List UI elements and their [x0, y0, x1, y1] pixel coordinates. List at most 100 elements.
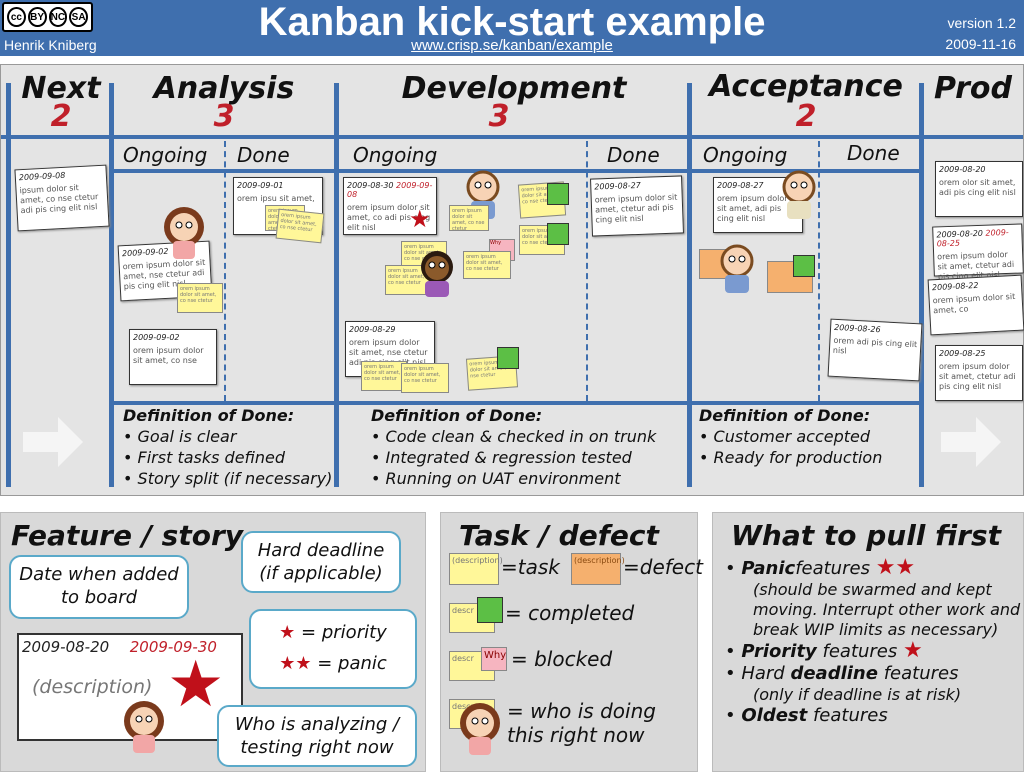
dod-development: Definition of Done: • Code clean & check…: [371, 406, 657, 488]
sa-icon: SA: [69, 7, 88, 27]
dod-acceptance: Definition of Done: • Customer accepted …: [699, 406, 883, 467]
card-date: 2009-08-27: [594, 180, 641, 192]
pull-item-note: (should be swarmed and kept moving. Inte…: [753, 580, 1021, 639]
task-sticky[interactable]: orem ipsum dolor sit amet, co nse ctetur: [463, 251, 511, 279]
pull-item-bold: Priority: [741, 641, 817, 662]
column-title-acceptance: Acceptance: [709, 69, 903, 104]
task-sticky[interactable]: orem ipsum dolor sit amet, co nse ctetur: [275, 208, 325, 244]
dod-item: Customer accepted: [713, 427, 871, 446]
wip-limit-development: 3: [488, 99, 510, 134]
completed-marker: [793, 255, 815, 277]
creative-commons-badge: cc BY NC SA: [2, 2, 93, 32]
legend-pull-order: What to pull first • Panicfeatures ★★ (s…: [712, 512, 1024, 772]
task-sticky[interactable]: orem ipsum dolor sit amet, co nse ctetur: [519, 225, 565, 255]
card-text: orem ipsum dolor sit amet, co adi pis ci…: [347, 203, 431, 232]
page-title: Kanban kick-start example: [258, 0, 766, 44]
card-date: 2009-08-30: [347, 181, 394, 190]
header-banner: cc BY NC SA Kanban kick-start example ww…: [0, 0, 1024, 56]
dod-item: Goal is clear: [137, 427, 237, 446]
priority-star-icon: ★: [279, 622, 296, 643]
ongoing-done-split: [818, 141, 820, 401]
pull-item: • Priority features ★: [725, 638, 923, 663]
pull-item-bold: deadline: [790, 663, 878, 684]
card-text: ipsum dolor sit amet, co nse ctetur adi …: [19, 183, 99, 216]
cc-icon: cc: [7, 7, 26, 27]
example-card-date: 2009-08-20: [22, 638, 110, 656]
task-sticky[interactable]: orem ipsum dolor sit amet, co nse ctetur: [449, 205, 489, 232]
blocked-marker: Why: [481, 647, 507, 671]
column-title-development: Development: [401, 71, 627, 106]
dod-item: Integrated & regression tested: [385, 448, 632, 467]
source-link[interactable]: www.crisp.se/kanban/example: [411, 37, 613, 54]
story-card[interactable]: 2009-08-27 orem ipsum dolor sit amet, ct…: [590, 175, 684, 237]
task-sticky: descr: [449, 651, 495, 681]
ongoing-done-split: [586, 141, 588, 401]
analyst-avatar-icon: [124, 701, 164, 753]
story-card[interactable]: 2009-08-20 2009-08-25 orem ipsum dolor s…: [932, 223, 1024, 281]
task-sticky[interactable]: orem ipsum dolor sit amet, co nse ctetur: [361, 361, 407, 391]
tester-avatar-icon: [782, 170, 816, 219]
developer-avatar-icon: [421, 251, 453, 297]
completed-marker: [547, 183, 569, 205]
card-date: 2009-08-29: [349, 325, 396, 334]
who-label: = who is doing this right now: [507, 699, 656, 747]
card-date: 2009-09-02: [133, 333, 180, 342]
story-card[interactable]: 2009-09-02 orem ipsum dolor sit amet, co…: [129, 329, 217, 385]
task-sticky[interactable]: orem ipsum dolor sit amet, co nse ctetur: [401, 363, 449, 393]
task-sticky: (description): [449, 553, 503, 585]
card-date: 2009-08-22: [931, 280, 979, 293]
kanban-board: Next 2 Analysis 3 Development 3 Acceptan…: [0, 64, 1024, 496]
callout-who: Who is analyzing / testing right now: [217, 705, 417, 767]
pull-item-pre: Hard: [741, 663, 791, 684]
pull-item-rest: features: [877, 663, 959, 684]
priority-label: = priority: [301, 622, 387, 643]
panic-stars-icon: ★★: [279, 653, 312, 674]
card-date: 2009-08-27: [717, 181, 764, 190]
legend-title: What to pull first: [731, 519, 1002, 552]
dod-item: Running on UAT environment: [385, 469, 621, 488]
card-text: orem ipsum dolor sit amet, co nse: [133, 346, 204, 365]
tester-avatar-icon: [720, 244, 754, 293]
wip-limit-analysis: 3: [213, 99, 235, 134]
card-date: 2009-08-20: [939, 165, 986, 174]
panic-stars-icon: ★★: [875, 555, 916, 580]
priority-star-icon: ★: [903, 638, 923, 663]
card-deadline: 2009-09-08: [347, 181, 433, 199]
pull-item: • Hard deadline features: [725, 663, 959, 684]
dod-item: First tasks defined: [137, 448, 286, 467]
subcolumn-acceptance-ongoing: Ongoing: [703, 143, 788, 167]
subcolumn-development-done: Done: [607, 143, 660, 167]
dod-divider: [111, 401, 921, 405]
column-divider: [109, 83, 114, 487]
story-card[interactable]: 2009-08-26 orem adi pis cing elit nisl: [827, 318, 923, 382]
flow-arrow-icon: [941, 417, 1001, 467]
column-title-prod: Prod: [934, 71, 1012, 106]
story-card[interactable]: 2009-08-20 orem olor sit amet, adi pis c…: [935, 161, 1023, 217]
card-text: orem ipsum dolor sit amet, ctetur adi pi…: [939, 362, 1016, 391]
task-sticky[interactable]: orem ipsum dolor sit amet, co nse ctetur: [177, 283, 223, 313]
legend-feature-story: Feature / story Date when added to board…: [0, 512, 426, 772]
story-card[interactable]: 2009-08-22 orem ipsum dolor sit amet, co: [927, 274, 1024, 336]
panic-label: = panic: [317, 653, 387, 674]
column-divider: [6, 83, 11, 487]
pull-list: • Panicfeatures ★★ (should be swarmed an…: [725, 557, 1021, 727]
story-card[interactable]: 2009-08-30 2009-09-08 orem ipsum dolor s…: [343, 177, 437, 235]
column-divider: [919, 83, 924, 487]
pull-item-bold: Oldest: [741, 705, 808, 726]
card-date: 2009-09-08: [18, 170, 66, 183]
wip-limit-acceptance: 2: [795, 99, 817, 134]
priority-star-icon: ★: [167, 648, 225, 722]
subcolumn-development-ongoing: Ongoing: [353, 143, 438, 167]
story-card[interactable]: 2009-08-25 orem ipsum dolor sit amet, ct…: [935, 345, 1023, 401]
analyst-avatar-icon: [164, 207, 204, 259]
by-icon: BY: [27, 7, 47, 27]
card-text: orem ipsum dolor sit amet, adi pis cing …: [717, 194, 788, 223]
author-name: Henrik Kniberg: [4, 37, 97, 53]
story-card[interactable]: 2009-09-08 ipsum dolor sit amet, co nse …: [14, 164, 110, 232]
card-date: 2009-08-26: [833, 322, 881, 335]
subcolumn-analysis-done: Done: [237, 143, 290, 167]
completed-label: = completed: [505, 601, 635, 625]
pull-item-bold: Panic: [741, 558, 796, 579]
callout-deadline: Hard deadline (if applicable): [241, 531, 401, 593]
task-label: =task: [501, 555, 560, 579]
